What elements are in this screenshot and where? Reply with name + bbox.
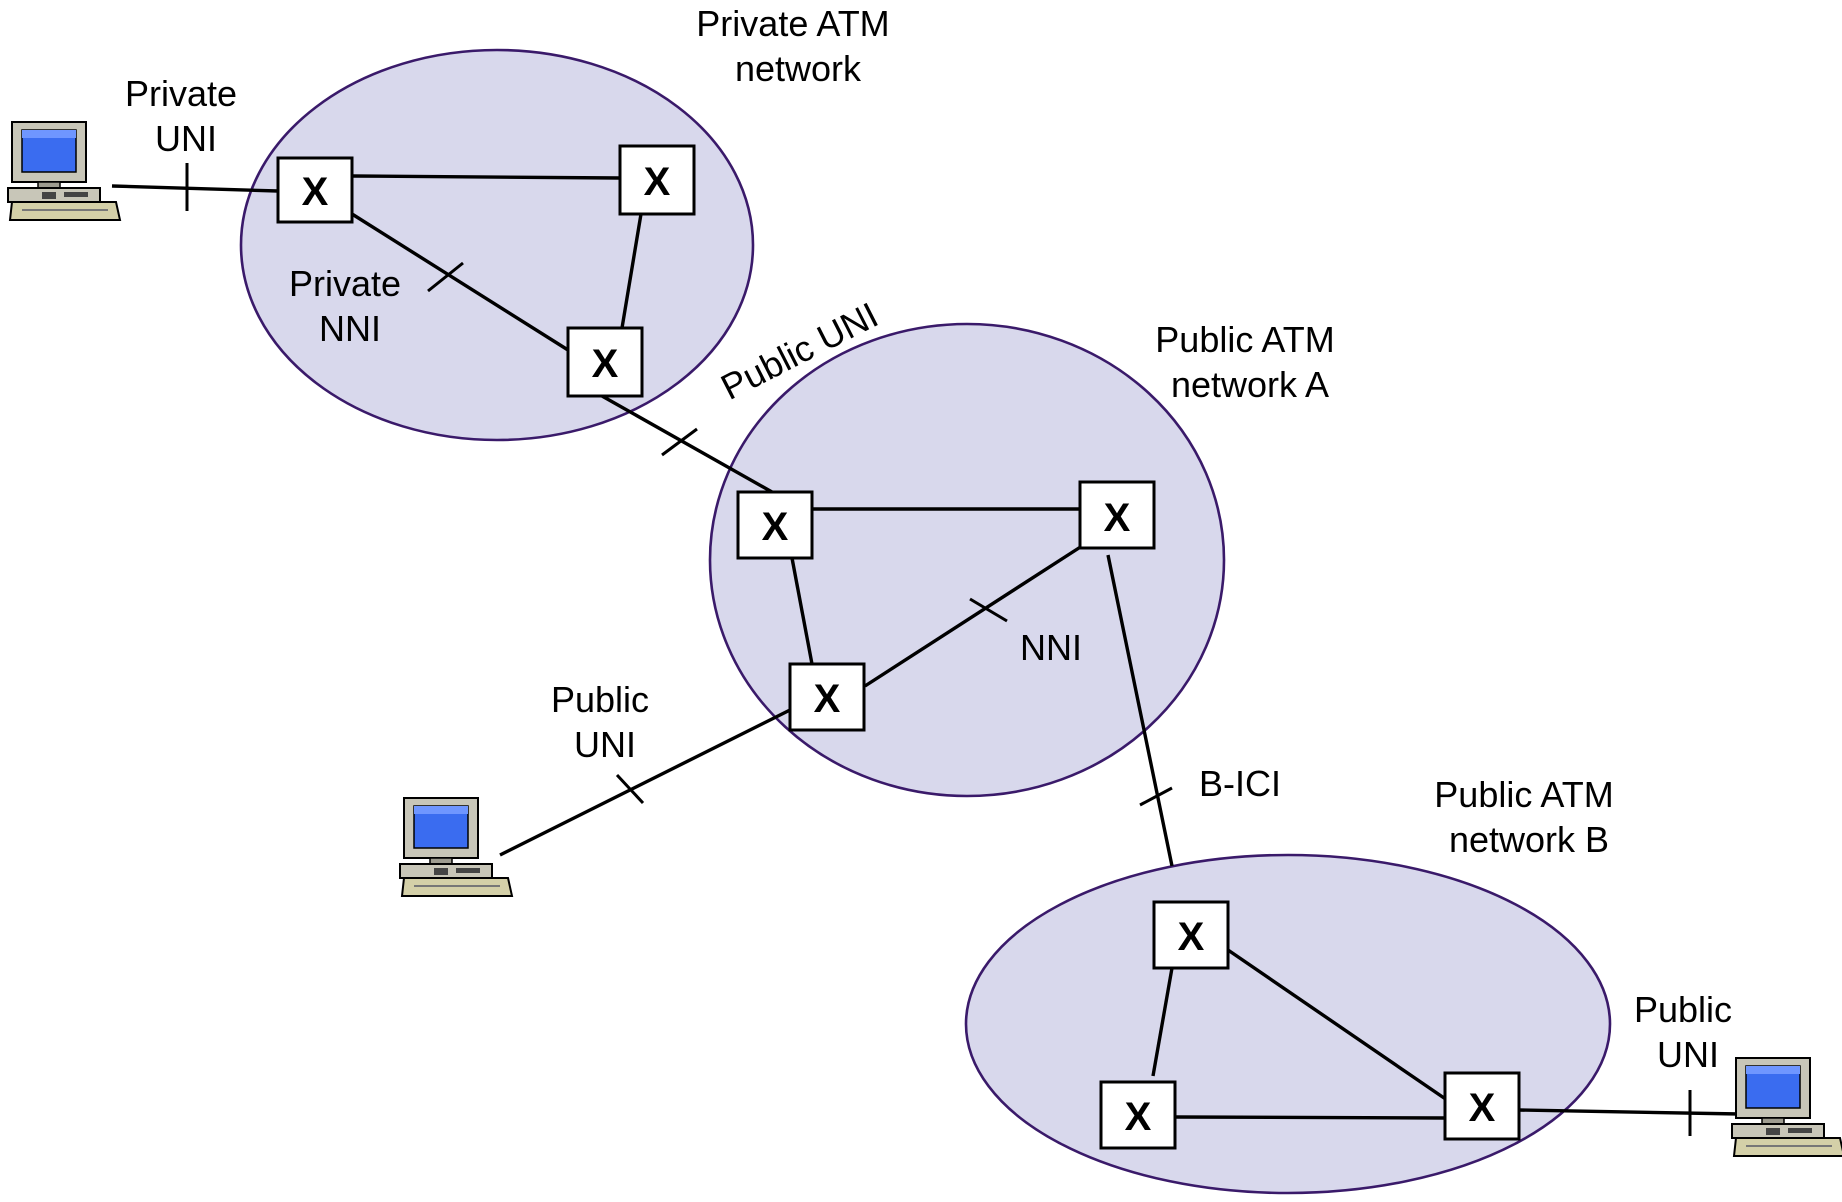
link-p1-p2: [351, 174, 621, 180]
desktop-computer-icon: [1731, 1057, 1842, 1157]
private-atm-network-cloud: [239, 48, 755, 442]
switch-label: X: [302, 170, 329, 214]
link-b2-b3: [1174, 1115, 1446, 1120]
public-atm-network-b-cloud: [964, 853, 1612, 1195]
atm-switch-public-b-2: X: [1099, 1080, 1177, 1150]
link-pc1-private-uni: [111, 184, 279, 193]
switch-label: X: [592, 342, 619, 386]
link-b1-b3: [1227, 948, 1448, 1102]
link-b1-b2: [1151, 967, 1174, 1077]
switch-label: X: [814, 677, 841, 721]
switch-label: X: [1125, 1095, 1152, 1139]
switch-label: X: [1104, 496, 1131, 540]
tick-public-uni-link: [661, 427, 698, 457]
switch-label: X: [1469, 1086, 1496, 1130]
switches: X X X X X X X X: [276, 144, 1521, 1150]
atm-switch-public-a-1: X: [736, 490, 814, 560]
link-a1-a3: [790, 557, 814, 665]
public-atm-network-a-title: Public ATM network A: [1155, 319, 1344, 405]
atm-switch-private-3: X: [566, 326, 644, 398]
tick-b-ici: [1139, 786, 1173, 807]
tick-nni: [969, 597, 1008, 623]
atm-switch-private-1: X: [276, 156, 354, 224]
atm-switch-private-2: X: [618, 144, 696, 216]
public-uni-b-label: Public UNI: [1634, 989, 1742, 1075]
link-a3-pc2-public-uni: [499, 698, 811, 857]
atm-switch-public-b-1: X: [1152, 900, 1230, 970]
public-uni-a-label: Public UNI: [551, 679, 659, 765]
link-a2-b1-b-ici: [1106, 554, 1174, 867]
link-p1-p3-private-nni: [351, 212, 569, 352]
link-p2-p3: [620, 213, 643, 329]
atm-switch-public-a-2: X: [1078, 480, 1156, 550]
private-nni-label: Private NNI: [289, 263, 411, 349]
atm-switch-public-b-3: X: [1443, 1071, 1521, 1141]
interface-ticks: [185, 163, 1692, 1136]
tick-public-uni-a: [615, 773, 645, 805]
nni-label: NNI: [1020, 627, 1082, 668]
atm-switch-public-a-3: X: [788, 662, 866, 732]
public-atm-network-b-title: Public ATM network B: [1434, 774, 1623, 860]
links: [111, 174, 1741, 1120]
link-p3-a1-public-uni: [601, 394, 773, 494]
link-b3-pc3-public-uni: [1517, 1108, 1741, 1116]
private-atm-network-title: Private ATM network: [696, 3, 899, 89]
b-ici-label: B-ICI: [1199, 763, 1281, 804]
public-atm-network-a-cloud: [708, 322, 1226, 798]
private-uni-label: Private UNI: [125, 73, 247, 159]
switch-label: X: [644, 160, 671, 204]
link-a3-a2-nni: [864, 544, 1083, 688]
switch-label: X: [1178, 915, 1205, 959]
desktop-computer-icon: [399, 797, 513, 897]
tick-private-nni: [427, 261, 464, 293]
desktop-computer-icon: [7, 121, 121, 221]
switch-label: X: [762, 505, 789, 549]
